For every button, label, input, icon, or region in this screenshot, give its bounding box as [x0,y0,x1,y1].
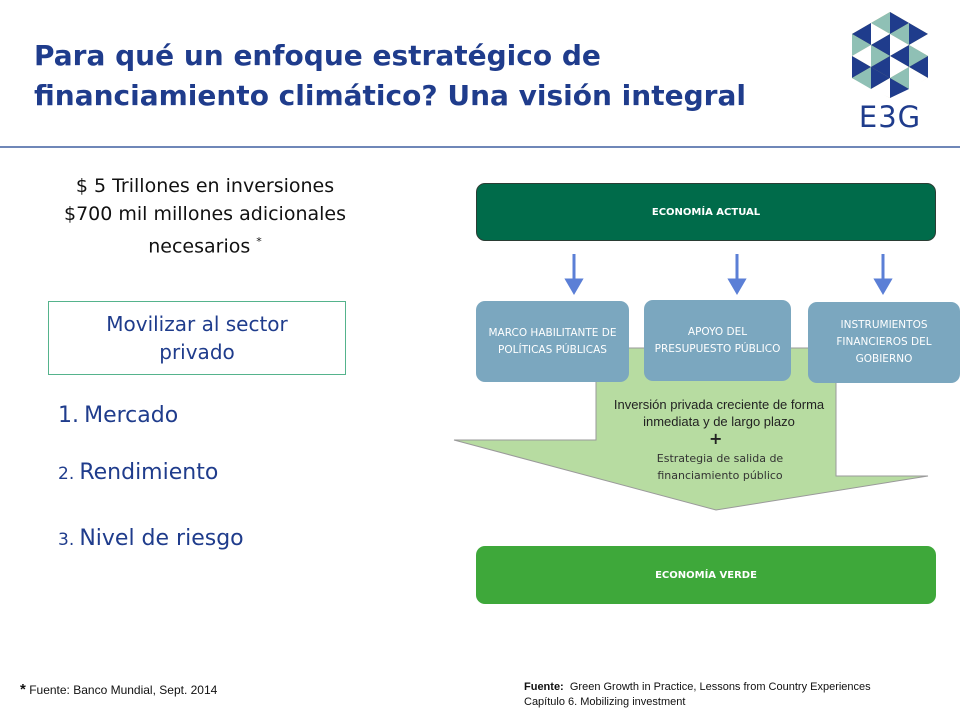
arrow-main-text: Inversión privada creciente de forma inm… [613,397,825,429]
factor-label: Rendimiento [79,460,219,485]
factor-label: Nivel de riesgo [79,526,244,551]
diagram-source: Fuente: Green Growth in Practice, Lesson… [524,680,871,710]
arrow-sub-text: Estrategia de salida de financiamiento p… [656,452,784,482]
e3g-logo-mark-icon [852,12,928,98]
e3g-logo: E3G [840,8,940,138]
title-line-1: Para qué un enfoque estratégico de [34,39,601,72]
stat-line-2: $700 mil millones adicionales [63,203,347,225]
stat-line-1: $ 5 Trillones en inversiones [75,175,335,197]
factor-number: 1. [58,403,79,428]
factor-number: 3. [58,530,75,550]
slide-title: Para qué un enfoque estratégico de finan… [34,36,814,116]
pillar-public-budget: APOYO DEL PRESUPUESTO PÚBLICO [644,300,791,381]
factor-item: 1. Mercado [58,403,178,428]
investment-stat: $ 5 Trillones en inversiones $700 mil mi… [30,172,380,260]
factor-item: 3. Nivel de riesgo [58,526,244,551]
stat-line-3: necesarios [148,235,251,258]
down-arrow-head-1 [564,278,584,295]
title-line-2: financiamiento climático? Una visión int… [34,79,746,112]
green-economy-box: ECONOMÍA VERDE [476,546,936,604]
source-line-2: Capítulo 6. Mobilizing investment [524,696,686,708]
pillar-financial-instruments: INSTRUMIENTOS FINANCIEROS DEL GOBIERNO [808,302,960,383]
footnote-marker: * [20,681,26,698]
current-economy-box: ECONOMÍA ACTUAL [476,183,936,241]
factor-number: 2. [58,464,75,484]
factor-label: Mercado [84,403,179,428]
source-line-1: Green Growth in Practice, Lessons from C… [569,681,871,693]
pillar-policy-framework: MARCO HABILITANTE DE POLÍTICAS PÚBLICAS [476,301,629,382]
logo-text: E3G [858,100,922,134]
footnote-text: Fuente: Banco Mundial, Sept. 2014 [29,683,218,697]
title-divider [0,146,960,148]
mobilize-private-sector-box: Movilizar al sector privado [48,301,346,375]
stat-footnote-marker: * [256,235,262,248]
plus-icon: + [709,429,723,448]
down-arrow-head-3 [873,278,893,295]
footnote-source: * Fuente: Banco Mundial, Sept. 2014 [20,681,217,698]
factor-item: 2. Rendimiento [58,460,218,485]
source-label: Fuente: [524,681,564,693]
down-arrow-head-2 [727,278,747,295]
